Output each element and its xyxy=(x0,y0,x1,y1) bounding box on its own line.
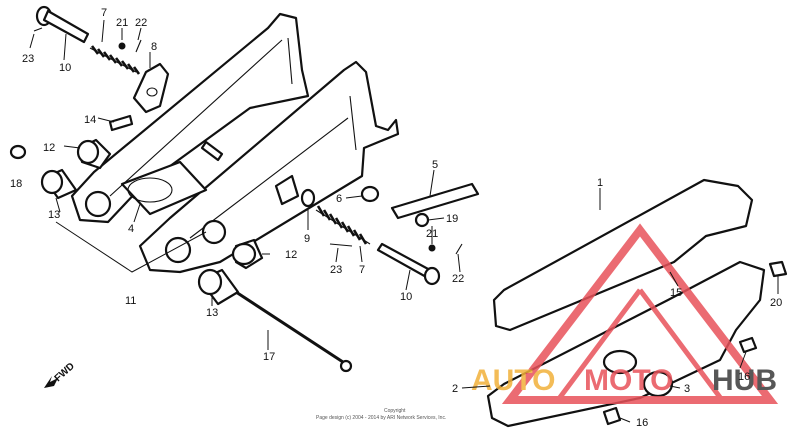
bolt-20 xyxy=(768,260,788,278)
callout-21-upper: 21 xyxy=(116,17,128,29)
watermark-moto: MOTO xyxy=(584,364,673,397)
callout-22-upper: 22 xyxy=(135,17,147,29)
nut-lower xyxy=(428,244,436,252)
bolt-16-lower xyxy=(602,406,622,426)
callout-3: 3 xyxy=(684,383,690,395)
callout-10-upper: 10 xyxy=(59,62,71,74)
nut-18 xyxy=(414,212,430,228)
spacer xyxy=(360,185,380,203)
stop-bracket xyxy=(274,174,300,206)
dust-cap xyxy=(9,144,27,160)
callout-16-upper: 16 xyxy=(738,371,750,383)
callout-7-lower: 7 xyxy=(359,264,365,276)
center-bolt xyxy=(200,140,224,162)
tension-rod xyxy=(390,182,480,220)
pivot-bolt-upper xyxy=(33,5,90,44)
bushing-13-right xyxy=(197,268,240,306)
callout-5: 5 xyxy=(432,159,438,171)
callout-13-right: 13 xyxy=(206,307,218,319)
swing-arm-lower-plate xyxy=(138,60,400,274)
watermark-auto: AUTO xyxy=(471,364,555,397)
spring-lower xyxy=(315,205,371,245)
callout-22-lower: 22 xyxy=(452,273,464,285)
cotter-pin-upper xyxy=(135,39,142,53)
callout-23-lower: 23 xyxy=(330,264,342,276)
callout-12-left: 12 xyxy=(43,142,55,154)
swing-arm-assembly xyxy=(9,5,480,373)
rubber-strip xyxy=(108,114,134,132)
watermark-hub: HUB xyxy=(712,364,777,397)
pivot-bolt-lower xyxy=(376,242,441,286)
callout-numbers: 7 21 22 8 23 10 14 12 18 13 4 11 12 13 1… xyxy=(10,7,782,429)
callout-13-left: 13 xyxy=(48,209,60,221)
callout-6: 6 xyxy=(336,193,342,205)
callout-16-lower: 16 xyxy=(636,417,648,429)
callout-9: 9 xyxy=(304,233,310,245)
arm-bushing-left xyxy=(84,190,112,218)
watermark-logo: AUTO MOTO HUB xyxy=(471,223,779,404)
callout-20: 20 xyxy=(770,297,782,309)
copyright-line-2: Page design (c) 2004 - 2014 by ARI Netwo… xyxy=(316,415,446,421)
callout-14: 14 xyxy=(84,114,96,126)
callout-4: 4 xyxy=(128,223,134,235)
callout-2: 2 xyxy=(452,383,458,395)
callout-21-lower: 21 xyxy=(426,228,438,240)
callout-8: 8 xyxy=(151,41,157,53)
fwd-label: FWD xyxy=(53,361,77,384)
copyright-line-1: Copyright xyxy=(384,408,406,414)
bushing-13-left xyxy=(40,168,78,200)
callout-19: 18 xyxy=(10,178,22,190)
callout-11: 11 xyxy=(125,295,136,307)
collar-12-right xyxy=(231,238,264,270)
callout-10-lower: 10 xyxy=(400,291,412,303)
arm-bushing-right xyxy=(164,236,192,264)
cotter-pin-lower xyxy=(455,243,463,255)
bolt-16-upper xyxy=(738,336,758,354)
spring-upper xyxy=(89,45,141,75)
nut-upper xyxy=(118,42,126,50)
washer xyxy=(300,188,316,208)
collar-12-left xyxy=(76,138,112,170)
leader-lines xyxy=(29,19,779,423)
pin-lower xyxy=(329,243,353,247)
case-window xyxy=(602,349,638,375)
arm-bushing-mid xyxy=(201,219,227,245)
callout-1: 1 xyxy=(597,177,603,189)
swing-arm-upper-plate xyxy=(70,12,310,224)
pivot-shaft xyxy=(235,290,353,373)
watermark-triangle xyxy=(501,223,779,404)
forward-direction-indicator: FWD xyxy=(44,361,77,388)
callout-12-right: 12 xyxy=(285,249,297,261)
callout-7-upper: 7 xyxy=(101,7,107,19)
callout-15: 15 xyxy=(670,287,682,299)
callout-17: 17 xyxy=(263,351,275,363)
callout-23-upper: 23 xyxy=(22,53,34,65)
callout-18: 19 xyxy=(446,213,458,225)
fwd-arrow-icon xyxy=(44,376,58,388)
